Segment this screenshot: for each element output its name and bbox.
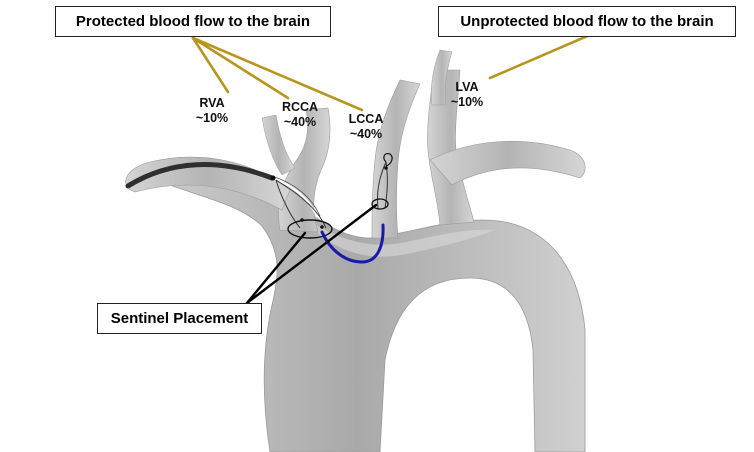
catheter [125,162,275,189]
label-lva: LVA ~10% [437,80,497,110]
unprotected-leader-line [488,32,594,80]
unprotected-flow-callout: Unprotected blood flow to the brain [438,6,736,37]
label-rva: RVA ~10% [182,96,242,126]
lcca-name: LCCA [348,112,384,126]
rcca-name: RCCA [281,100,319,114]
rcca-flow: ~40% [283,115,317,129]
protected-flow-callout: Protected blood flow to the brain [55,6,331,37]
rva-name: RVA [199,96,225,110]
protected-flow-text: Protected blood flow to the brain [75,13,311,30]
sheath [271,176,320,219]
distal-filter [371,153,393,210]
lva-name: LVA [455,80,479,94]
connecting-wire [320,223,385,264]
left-common-carotid-artery [371,79,421,239]
sentinel-placement-callout: Sentinel Placement [97,303,262,334]
label-rcca: RCCA ~40% [270,100,330,130]
lcca-flow: ~40% [349,127,383,141]
protected-leader-lines [191,36,364,112]
rva-flow: ~10% [195,111,229,125]
lva-flow: ~10% [450,95,484,109]
left-vertebral-artery [431,49,453,106]
left-subclavian-artery [427,69,586,226]
unprotected-flow-text: Unprotected blood flow to the brain [460,13,714,30]
proximal-filter [270,175,333,239]
sentinel-placement-text: Sentinel Placement [110,310,249,327]
label-lcca: LCCA ~40% [336,112,396,142]
sentinel-pointer-lines [245,203,378,305]
